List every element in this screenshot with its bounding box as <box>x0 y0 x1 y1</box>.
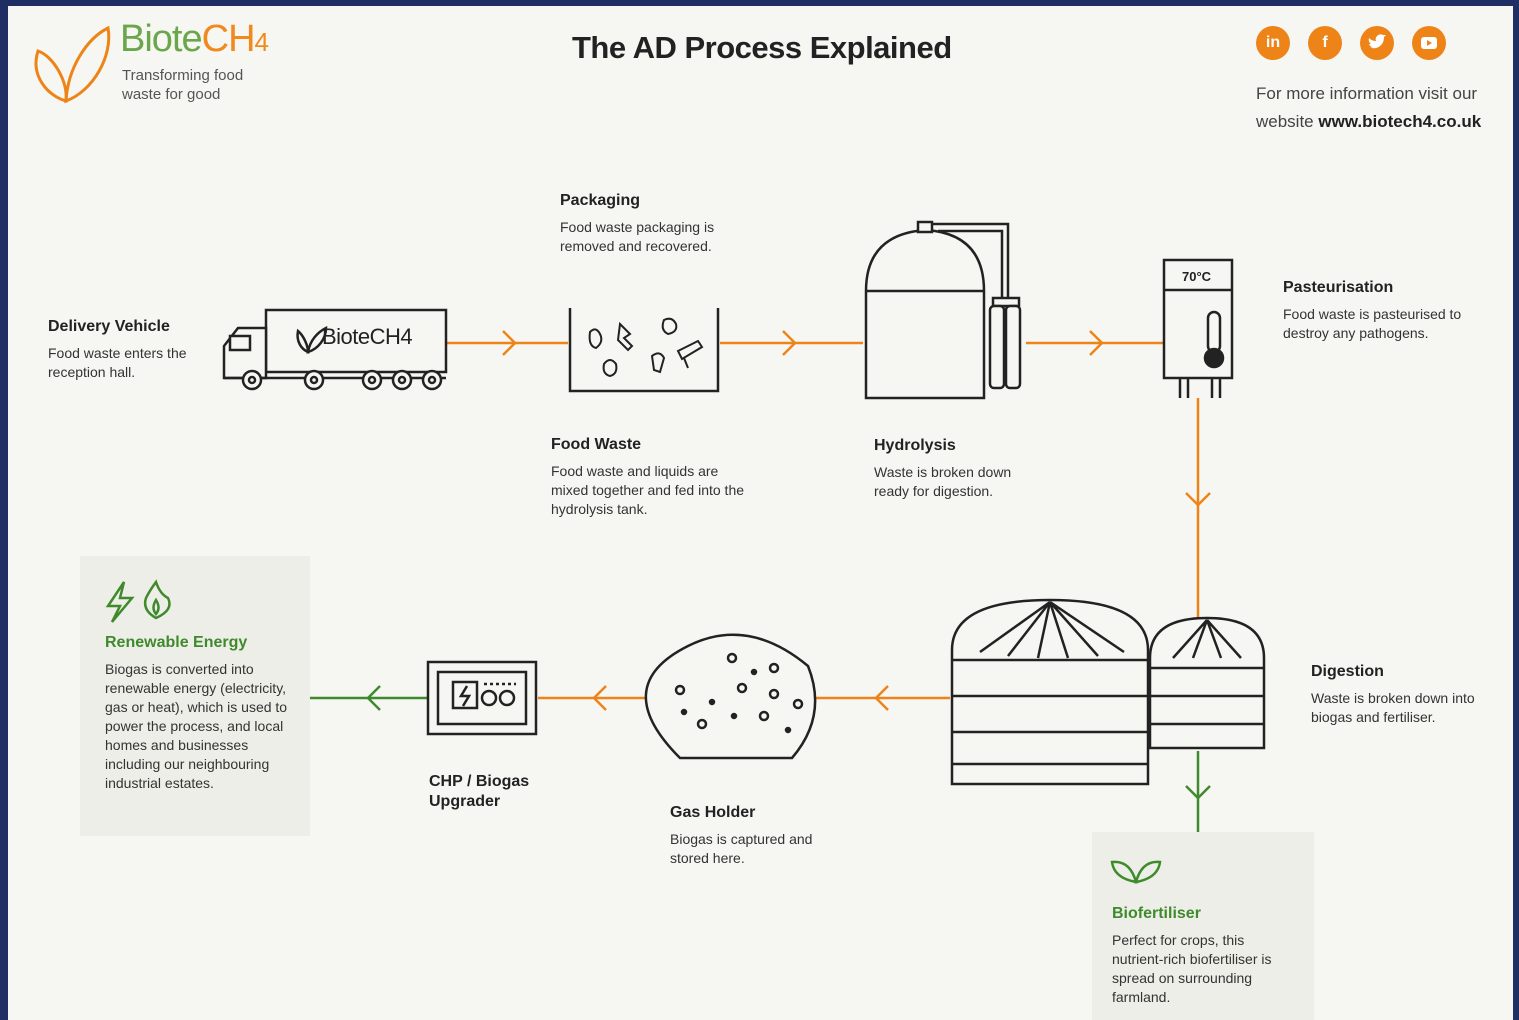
fish-bone-icon <box>676 339 704 369</box>
step-food-waste: Food Waste Food waste and liquids are mi… <box>551 436 746 519</box>
step-pasteurisation: Pasteurisation Food waste is pasteurised… <box>1283 279 1473 343</box>
brand-name-part: Biote <box>120 18 203 60</box>
delivery-truck-icon <box>222 308 448 391</box>
step-title: Biofertiliser <box>1112 905 1201 922</box>
food-item-icon <box>661 317 678 336</box>
step-text: Food waste packaging is removed and reco… <box>560 219 715 254</box>
step-packaging: Packaging Food waste packaging is remove… <box>560 192 740 256</box>
step-biofertiliser: Biofertiliser Perfect for crops, this nu… <box>1112 905 1292 1007</box>
digester-tanks-icon <box>950 598 1266 786</box>
flow-lines <box>446 330 1211 711</box>
infographic-poster: BioteCH4 Transforming food waste for goo… <box>8 6 1513 1020</box>
website-link[interactable]: www.biotech4.co.uk <box>1318 112 1482 131</box>
arrow-right-icon <box>1089 330 1104 356</box>
step-title: Packaging <box>560 192 641 209</box>
step-renewable-energy: Renewable Energy Biogas is converted int… <box>105 634 300 793</box>
brand-logo: BioteCH4 <box>120 18 270 61</box>
arrow-down-icon <box>1185 492 1211 507</box>
twitter-icon[interactable] <box>1360 26 1394 60</box>
step-chp: CHP / Biogas Upgrader <box>429 772 559 820</box>
step-title: Digestion <box>1311 663 1384 680</box>
biofertiliser-panel <box>1092 832 1314 1020</box>
step-text: Biogas is captured and stored here. <box>670 831 813 866</box>
step-text: Perfect for crops, this nutrient-rich bi… <box>1112 932 1272 1005</box>
step-text: Food waste is pasteurised to destroy any… <box>1283 306 1462 341</box>
facebook-icon[interactable]: f <box>1308 26 1342 60</box>
step-text: Waste is broken down into biogas and fer… <box>1311 690 1475 725</box>
food-item-icon <box>588 328 603 350</box>
food-waste-bin-icon <box>568 308 720 393</box>
arrow-right-icon <box>502 330 517 356</box>
chp-unit-icon <box>426 660 538 736</box>
hydrolysis-tank-icon <box>864 220 1022 400</box>
leaves-icon <box>1110 860 1162 884</box>
step-title: Food Waste <box>551 436 642 453</box>
food-item-icon <box>602 359 618 378</box>
page-title: The AD Process Explained <box>572 30 952 65</box>
arrow-right-icon <box>782 330 797 356</box>
leaf-logo-icon <box>34 25 111 104</box>
step-text: Food waste enters the reception hall. <box>48 345 187 380</box>
thermometer-icon <box>1206 310 1222 354</box>
step-delivery: Delivery Vehicle Food waste enters the r… <box>48 318 198 382</box>
linkedin-icon[interactable]: in <box>1256 26 1290 60</box>
step-title: Hydrolysis <box>874 437 956 454</box>
arrow-left-icon <box>592 685 607 711</box>
step-title: Pasteurisation <box>1283 279 1394 296</box>
fish-bone-icon <box>616 321 634 352</box>
lightning-icon <box>105 581 135 623</box>
step-text: Food waste and liquids are mixed togethe… <box>551 463 745 517</box>
step-hydrolysis: Hydrolysis Waste is broken down ready fo… <box>874 437 1034 501</box>
brand-name-ch: CH <box>201 18 256 60</box>
green-flow-lines <box>310 685 1211 832</box>
step-title: CHP / Biogas Upgrader <box>429 773 530 810</box>
process-artwork <box>34 25 1266 884</box>
step-title: Gas Holder <box>670 804 756 821</box>
flame-icon <box>143 579 171 620</box>
more-info-label: For more information visit our website <box>1256 84 1478 131</box>
temperature-label: 70°C <box>1182 269 1212 284</box>
truck-label: BioteCH4 <box>322 324 413 349</box>
gas-holder-icon <box>644 633 817 760</box>
brand-tagline: Transforming food waste for good <box>122 67 244 103</box>
step-title: Delivery Vehicle <box>48 318 170 335</box>
step-title: Renewable Energy <box>105 634 248 651</box>
arrow-left-icon <box>366 685 381 711</box>
step-text: Waste is broken down ready for digestion… <box>874 464 1012 499</box>
arrow-down-icon <box>1185 785 1211 800</box>
food-item-icon <box>650 352 666 374</box>
pasteuriser-icon <box>1162 258 1234 398</box>
renewable-energy-panel <box>80 556 310 836</box>
step-digestion: Digestion Waste is broken down into biog… <box>1311 663 1491 727</box>
step-gas-holder: Gas Holder Biogas is captured and stored… <box>670 804 820 868</box>
more-info-text: For more information visit our website w… <box>1256 80 1506 136</box>
arrow-left-icon <box>874 685 889 711</box>
youtube-icon[interactable] <box>1412 26 1446 60</box>
step-text: Biogas is converted into renewable energ… <box>105 661 288 791</box>
brand-name-sub: 4 <box>254 27 270 57</box>
